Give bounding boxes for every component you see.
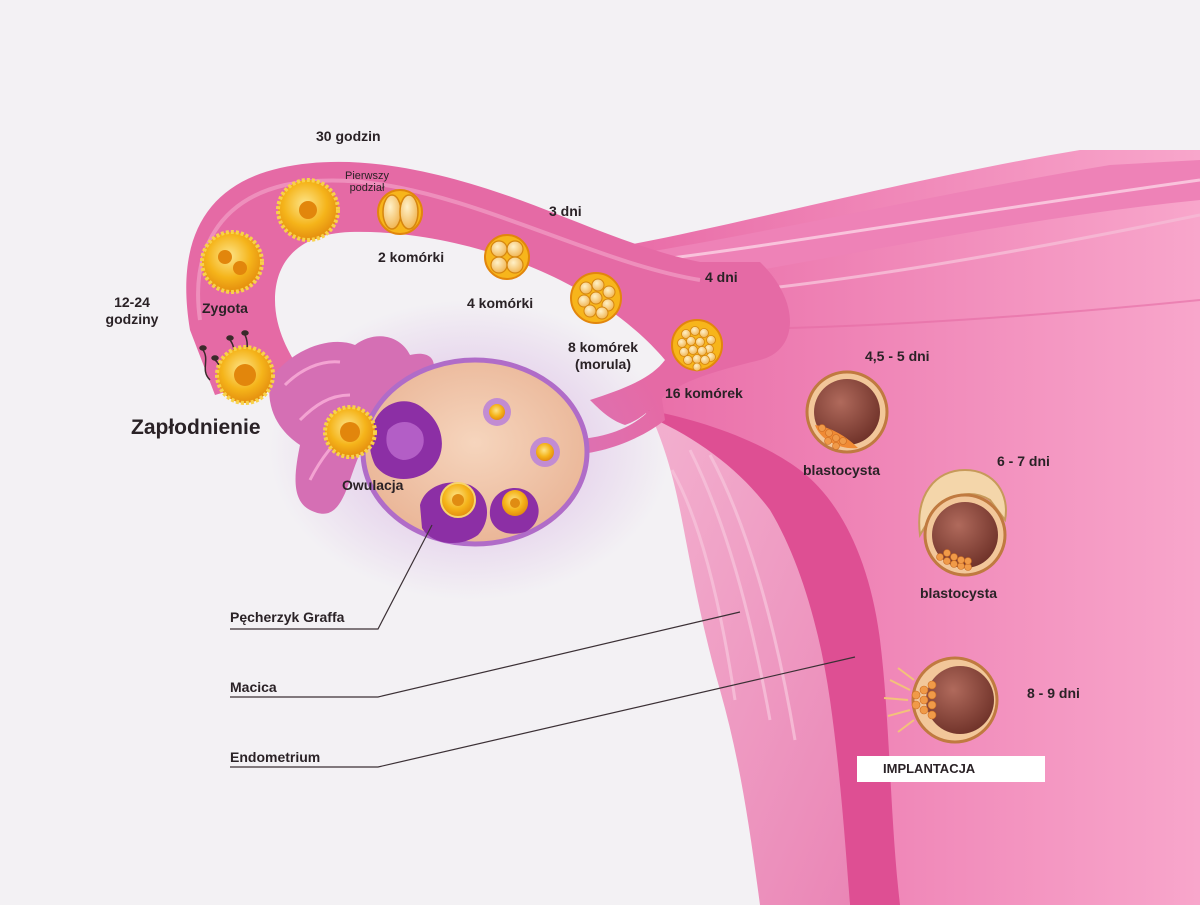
implantation-label-box: IMPLANTACJA bbox=[857, 756, 1045, 782]
fertilized-egg bbox=[323, 405, 377, 459]
uterine-wall-top bbox=[610, 160, 1200, 270]
label-endometrium: Endometrium bbox=[230, 749, 321, 765]
label-blastocyst-2: blastocysta bbox=[920, 585, 998, 601]
label-zygote: Zygota bbox=[202, 300, 248, 316]
label-2-cells: 2 komórki bbox=[378, 249, 445, 265]
embryo-8-cells bbox=[570, 272, 622, 324]
label-hours-12-24-line2: godziny bbox=[105, 311, 159, 327]
embryo-2-cells bbox=[377, 189, 423, 235]
label-8-cells-line2: (morula) bbox=[575, 356, 631, 372]
label-graafian-follicle: Pęcherzyk Graffa bbox=[230, 609, 345, 625]
graafian-follicle bbox=[420, 482, 488, 544]
label-4-5-5-days: 4,5 - 5 dni bbox=[865, 348, 930, 364]
fallopian-tube bbox=[186, 161, 790, 425]
label-3-days: 3 dni bbox=[549, 203, 582, 219]
label-first-division-line2: podział bbox=[349, 182, 385, 194]
leader-lines bbox=[230, 524, 856, 768]
label-4-cells: 4 komórki bbox=[467, 295, 534, 311]
label-8-9-days: 8 - 9 dni bbox=[1027, 685, 1080, 701]
label-8-cells-line1: 8 komórek bbox=[567, 339, 639, 355]
blastocyst-early bbox=[805, 370, 889, 454]
egg-30-hours bbox=[276, 178, 340, 242]
embryo-16-cells bbox=[671, 319, 723, 372]
follicle-medium bbox=[489, 488, 539, 534]
label-blastocyst-1: blastocysta bbox=[803, 462, 881, 478]
blastocyst-hatching bbox=[918, 468, 1007, 577]
label-ovulation: Owulacja bbox=[342, 477, 404, 493]
zygote bbox=[200, 230, 264, 294]
label-first-division-line1: Pierwszy bbox=[344, 170, 389, 182]
label-first-division: Pierwszy podział bbox=[335, 170, 399, 194]
label-6-7-days: 6 - 7 dni bbox=[997, 453, 1050, 469]
egg-cell bbox=[215, 345, 275, 405]
label-implantation: IMPLANTACJA bbox=[883, 761, 976, 776]
label-4-days: 4 dni bbox=[705, 269, 738, 285]
label-30-hours: 30 godzin bbox=[316, 128, 381, 144]
blastocyst-implanting bbox=[883, 656, 999, 744]
label-fertilization: Zapłodnienie bbox=[131, 416, 261, 439]
follicle-small-1 bbox=[483, 398, 511, 426]
label-uterus: Macica bbox=[230, 679, 277, 695]
label-16-cells: 16 komórek bbox=[665, 385, 743, 401]
label-hours-12-24-line1: 12-24 bbox=[114, 294, 150, 310]
follicle-small-2 bbox=[530, 437, 560, 467]
embryo-4-cells bbox=[484, 234, 530, 280]
label-hours-12-24: 12-24 godziny bbox=[100, 294, 164, 328]
label-8-cells: 8 komórek (morula) bbox=[560, 339, 646, 373]
